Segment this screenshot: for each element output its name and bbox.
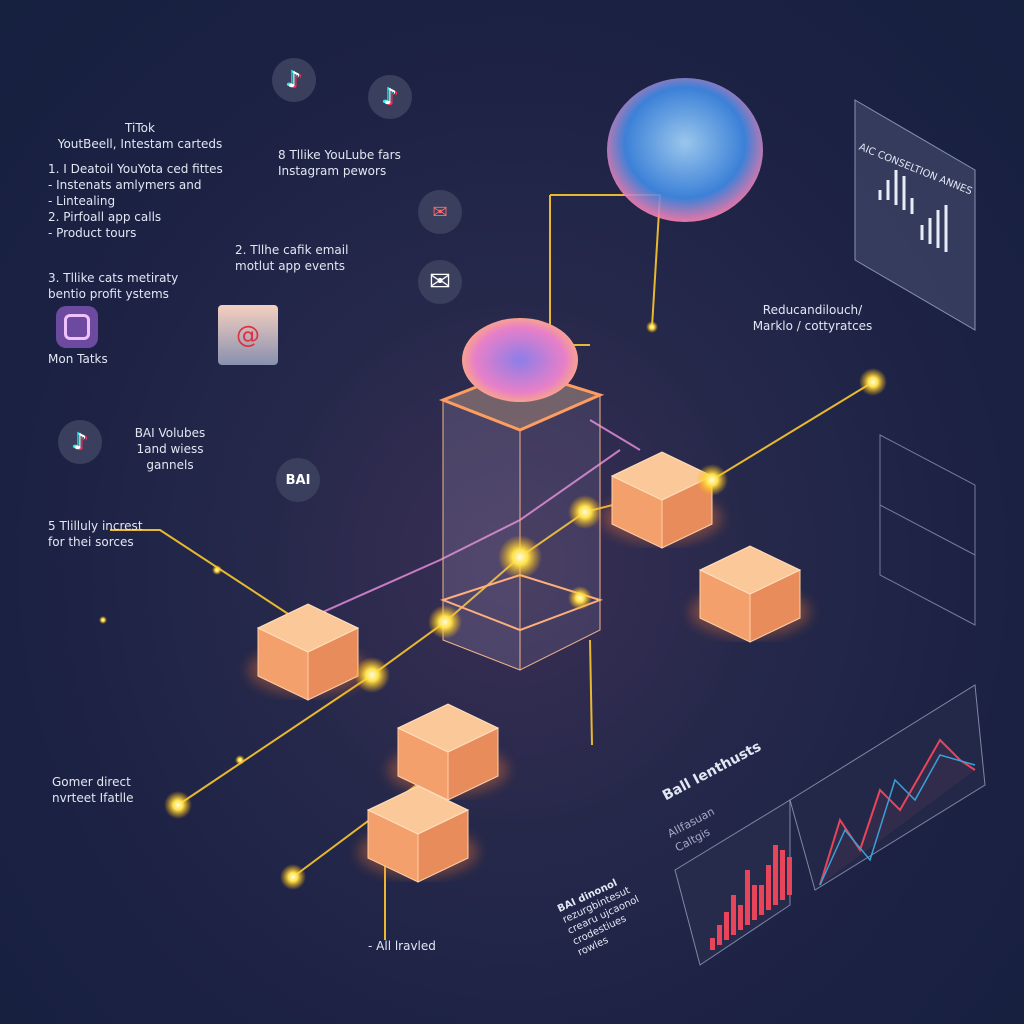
note-line: gannels (146, 458, 194, 472)
bar (724, 912, 729, 940)
note-line: 1and wiess (136, 442, 204, 456)
mon-tasks-label: Mon Tatks (48, 352, 108, 366)
note-subtitle: YoutBeell, Intestam carteds (57, 137, 223, 151)
cubes (248, 451, 810, 883)
glow-node (354, 657, 390, 693)
app-box-icon: @ (218, 305, 278, 365)
note-list-item: - Product tours (48, 226, 137, 240)
glow-node (164, 791, 192, 819)
bar (773, 845, 778, 905)
pink-lines (259, 419, 641, 641)
mail-icon[interactable]: ✉ (418, 190, 462, 234)
note-line: 8 Tllike YouLube fars (278, 148, 401, 162)
glow-node (859, 368, 887, 396)
glow-node (568, 586, 592, 610)
tiktok-icon[interactable]: ♪ (272, 58, 316, 102)
bai-icon[interactable]: BAI (276, 458, 320, 502)
glow-node (498, 535, 542, 579)
bar (717, 925, 722, 945)
note-line: Reducandilouch/ (762, 303, 863, 317)
bar (731, 895, 736, 935)
bottom-charts (674, 684, 986, 966)
instagram-icon[interactable] (56, 306, 98, 348)
note-list-item: 2. Pirfoall app calls (48, 210, 162, 224)
note-line: for thei sorces (48, 535, 134, 549)
mail-icon[interactable]: ✉ (418, 260, 462, 304)
note-line: bentio profit ystems (48, 287, 169, 301)
analysis-panel (854, 99, 976, 331)
glass-pillar (438, 318, 605, 671)
glow-node (646, 321, 658, 333)
bar (759, 885, 764, 915)
note-line: nvrteet Ifatlle (52, 791, 134, 805)
note-list-item: - Lintealing (48, 194, 116, 208)
cube (690, 545, 810, 643)
glow-node (235, 755, 245, 765)
note-line: Gomer direct (52, 775, 131, 789)
note-list-item: - Instenats amlymers and (48, 178, 202, 192)
note-line: Instagram pewors (278, 164, 387, 178)
note-line: Marklo / cottyratces (752, 319, 873, 333)
cube (388, 703, 508, 801)
tiktok-icon[interactable]: ♪ (58, 420, 102, 464)
bar (745, 870, 750, 925)
tiktok-icon[interactable]: ♪ (368, 75, 412, 119)
bar (787, 857, 792, 895)
note-line: motlut app events (235, 259, 346, 273)
glow-node (280, 864, 306, 890)
bar (752, 885, 757, 920)
brain-icon (607, 78, 763, 222)
bar (766, 865, 771, 910)
cube (248, 603, 368, 701)
note-list-item: 1. I Deatoil YouYota ced fittes (48, 162, 223, 176)
bar-chart (710, 845, 792, 950)
note-line: BAI Volubes (134, 426, 206, 440)
bar (710, 938, 715, 950)
cube (358, 785, 478, 883)
glow-node (696, 464, 728, 496)
note-line: 5 Tlilluly increst (48, 519, 143, 533)
cube (602, 451, 722, 549)
bar (780, 850, 785, 900)
glow-node (568, 495, 602, 529)
grid-panel (879, 434, 976, 626)
glow-node (212, 565, 222, 575)
note-title: TiTok (125, 121, 155, 135)
footer-label: - All lravled (368, 939, 436, 953)
glow-node (428, 605, 462, 639)
brain-icon (462, 318, 578, 402)
bar (738, 905, 743, 930)
note-line: 3. Tllike cats metiraty (48, 271, 179, 285)
glow-nodes (99, 321, 887, 890)
glow-node (99, 616, 107, 624)
note-line: 2. Tllhe cafik email (235, 243, 349, 257)
